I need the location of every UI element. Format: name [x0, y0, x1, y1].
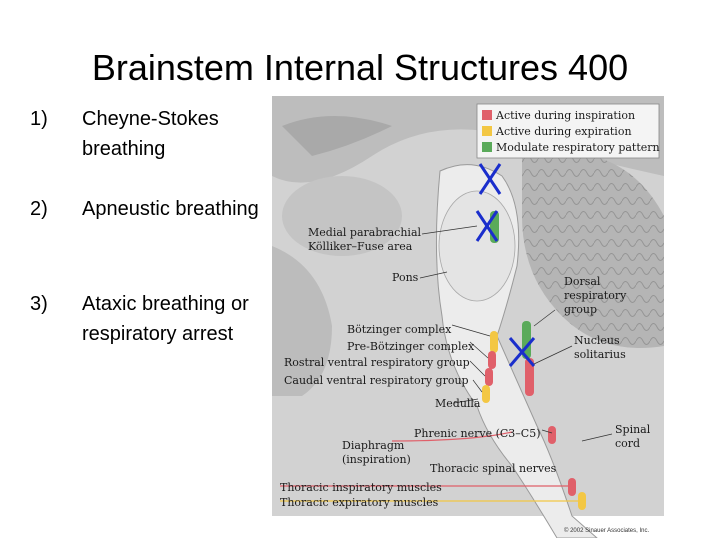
item-number: 3) [30, 293, 48, 315]
label-dorsal-group-3: group [564, 303, 597, 316]
label-thoracic-exp: Thoracic expiratory muscles [280, 496, 439, 509]
label-dorsal-group-2: respiratory [564, 289, 627, 302]
legend-box [476, 103, 660, 159]
answer-list: 1) Cheyne-Stokes breathing 2) Apneustic … [30, 104, 270, 409]
label-pons: Pons [392, 271, 419, 284]
pons-bulge [438, 190, 516, 302]
thoracic-insp-nucleus [568, 478, 576, 496]
label-phrenic-nerve: Phrenic nerve (C3–C5) [414, 427, 541, 440]
legend-swatch-modulate [482, 142, 492, 152]
item-number: 1) [30, 108, 48, 130]
label-diaphragm-1: Diaphragm [342, 439, 405, 452]
item-text: Apneustic breathing [82, 198, 259, 220]
label-rostral-vrg: Rostral ventral respiratory group [284, 356, 470, 369]
temporal-lobe [272, 246, 332, 396]
figure-legend: Active during inspiration Active during … [476, 103, 660, 159]
dorsal-group-nucleus [525, 358, 534, 396]
brainstem-figure: Active during inspiration Active during … [272, 96, 664, 538]
caudal-vrg-nucleus [482, 385, 490, 403]
corpus-callosum [282, 116, 392, 156]
item-number: 2) [30, 198, 48, 220]
thoracic-exp-nucleus [578, 492, 586, 510]
label-diaphragm-2: (inspiration) [342, 453, 411, 466]
item-text: Cheyne-Stokes breathing [82, 108, 219, 160]
legend-label-expiration: Active during expiration [495, 125, 632, 138]
answer-item-1: 1) Cheyne-Stokes breathing [30, 104, 270, 194]
pre-botzinger-nucleus [488, 351, 496, 369]
lesion-mark-3 [508, 337, 536, 367]
answer-item-3: 3) Ataxic breathing or respiratory arres… [30, 289, 270, 409]
label-pre-botzinger: Pre-Bötzinger complex [347, 340, 475, 353]
label-dorsal-group-1: Dorsal [564, 275, 601, 288]
thalamus [282, 176, 402, 256]
label-thoracic-insp: Thoracic inspiratory muscles [280, 481, 442, 494]
item-text: Ataxic breathing or respiratory arrest [82, 293, 249, 345]
label-medulla: Medulla [435, 397, 481, 410]
legend-swatch-inspiration [482, 110, 492, 120]
label-spinal-2: cord [615, 437, 640, 450]
answer-item-2: 2) Apneustic breathing [30, 194, 270, 289]
legend-swatch-expiration [482, 126, 492, 136]
legend-label-modulate: Modulate respiratory pattern [496, 141, 660, 154]
phrenic-nucleus [548, 426, 556, 444]
legend-label-inspiration: Active during inspiration [495, 109, 635, 122]
botzinger-nucleus [490, 331, 498, 353]
label-caudal-vrg: Caudal ventral respiratory group [284, 374, 469, 387]
label-spinal-1: Spinal [615, 423, 651, 436]
lesion-mark-1 [478, 163, 502, 195]
copyright-notice: © 2002 Sinauer Associates, Inc. [564, 527, 649, 534]
slide-title: Brainstem Internal Structures 400 [91, 47, 629, 88]
phrenic-nerve-line [391, 431, 513, 442]
label-nucleus-1: Nucleus [574, 334, 620, 347]
label-kolliker-fuse: Kölliker–Fuse area [308, 240, 413, 253]
label-nucleus-2: solitarius [574, 348, 626, 361]
label-medial-parabrachial: Medial parabrachial [308, 226, 422, 239]
label-botzinger: Bötzinger complex [347, 323, 452, 336]
lesion-mark-2 [475, 210, 499, 242]
label-thoracic-nerves: Thoracic spinal nerves [430, 462, 557, 475]
rostral-vrg-nucleus [485, 368, 493, 386]
